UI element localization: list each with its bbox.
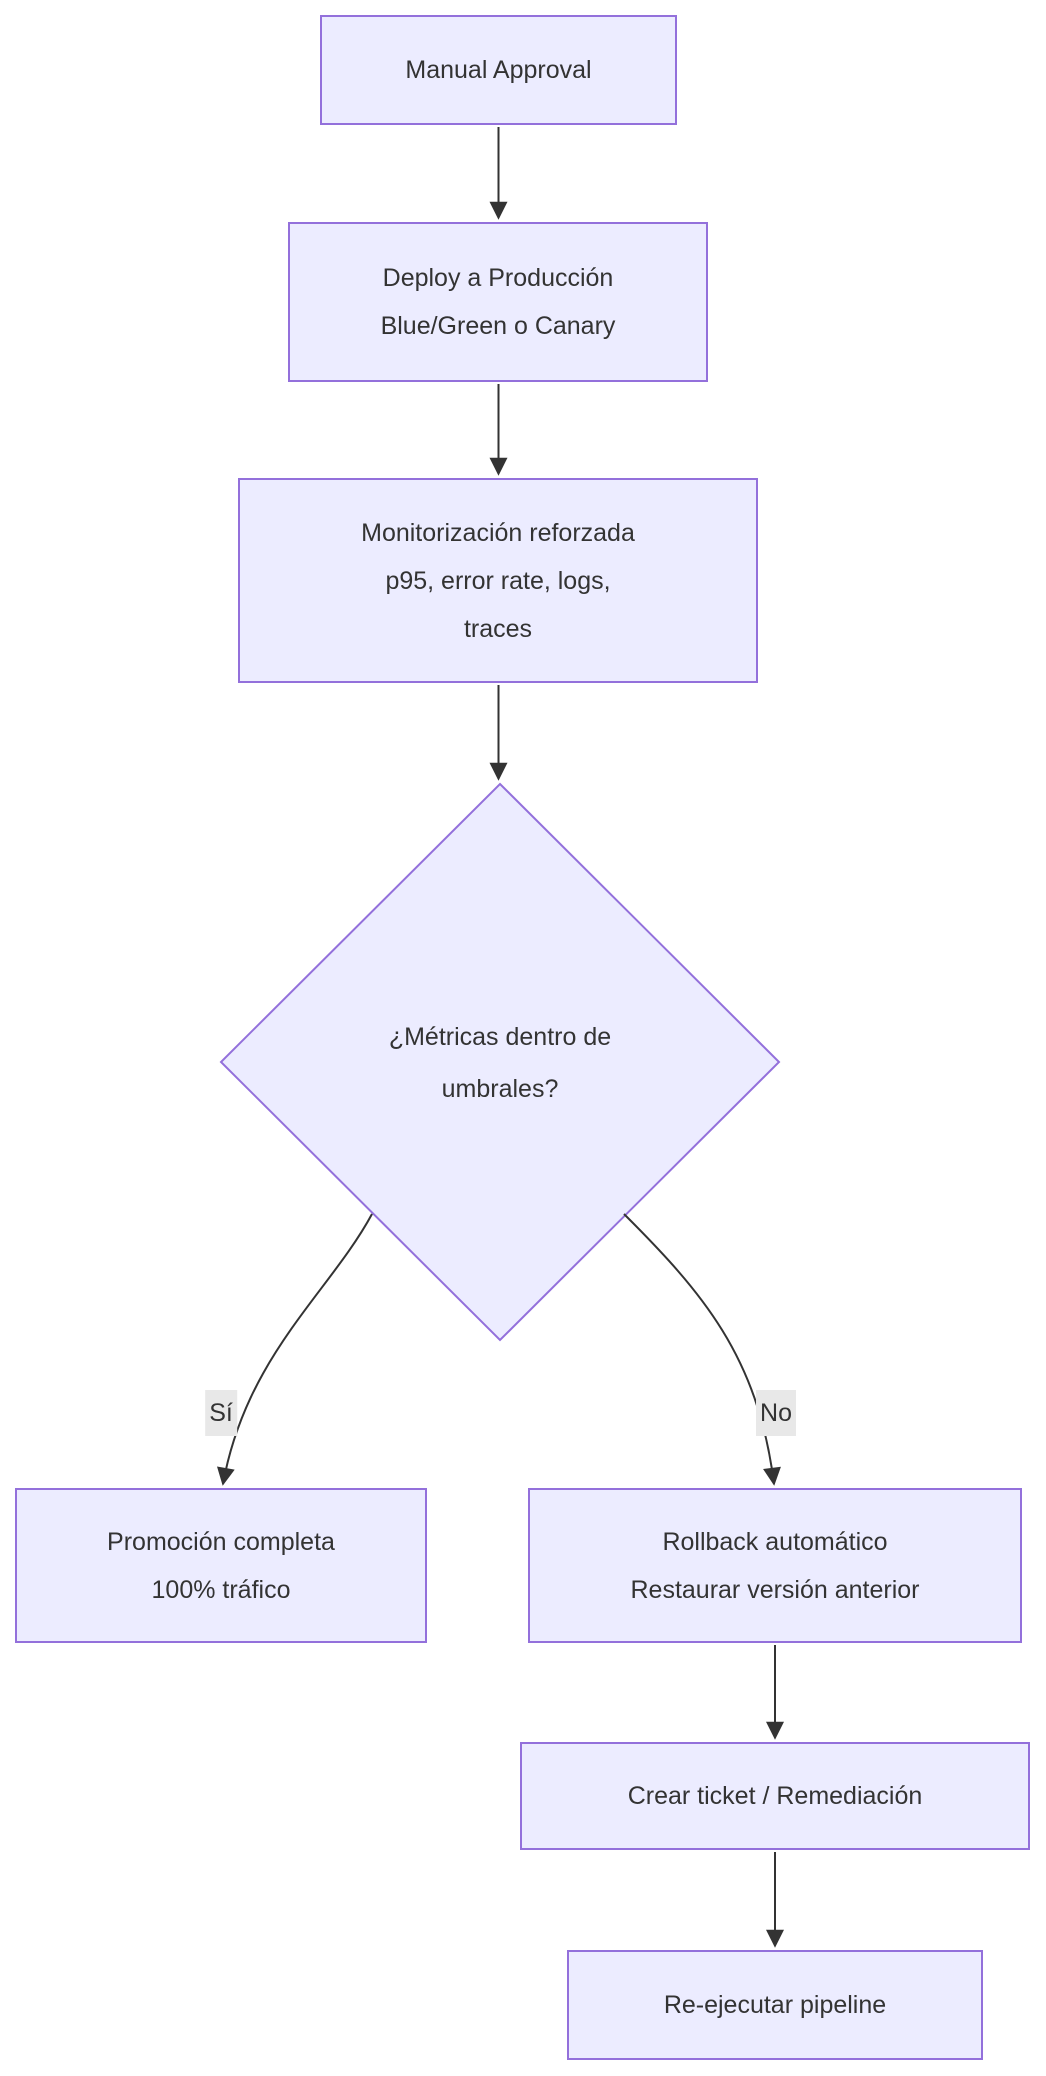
- node-rollback-label-line2: Restaurar versión anterior: [630, 1575, 920, 1604]
- node-promotion-label-line2: 100% tráfico: [151, 1575, 291, 1604]
- node-promotion: Promoción completa 100% tráfico: [15, 1488, 427, 1643]
- node-monitoring: Monitorización reforzada p95, error rate…: [238, 478, 758, 683]
- node-rollback: Rollback automático Restaurar versión an…: [528, 1488, 1022, 1643]
- node-promotion-label-line1: Promoción completa: [107, 1527, 335, 1556]
- node-deploy: Deploy a Producción Blue/Green o Canary: [288, 222, 708, 382]
- node-manual-approval-label: Manual Approval: [405, 56, 592, 84]
- node-monitoring-label-line3: traces: [463, 614, 533, 643]
- arrow-decision-to-rollback: [623, 1213, 781, 1486]
- node-decision-label: ¿Métricas dentro de umbrales?: [300, 975, 700, 1150]
- node-rerun-label: Re-ejecutar pipeline: [663, 1991, 887, 2019]
- edge-label-no: No: [756, 1390, 796, 1436]
- arrow-decision-to-promotion: [217, 1213, 373, 1486]
- node-deploy-label-line1: Deploy a Producción: [382, 264, 614, 292]
- edge-label-yes: Sí: [205, 1390, 237, 1436]
- node-decision-label-line1: ¿Métricas dentro de: [388, 1022, 612, 1051]
- node-ticket: Crear ticket / Remediación: [520, 1742, 1030, 1850]
- decision-diamond-shape: [219, 782, 781, 1342]
- node-decision-label-line2: umbrales?: [441, 1074, 559, 1103]
- node-rerun: Re-ejecutar pipeline: [567, 1950, 983, 2060]
- node-deploy-label-line2: Blue/Green o Canary: [380, 312, 616, 340]
- node-monitoring-label-line1: Monitorización reforzada: [361, 518, 635, 547]
- node-rollback-label-line1: Rollback automático: [662, 1527, 888, 1556]
- node-ticket-label: Crear ticket / Remediación: [627, 1782, 923, 1810]
- node-manual-approval: Manual Approval: [320, 15, 677, 125]
- node-monitoring-label-line2: p95, error rate, logs,: [385, 566, 611, 595]
